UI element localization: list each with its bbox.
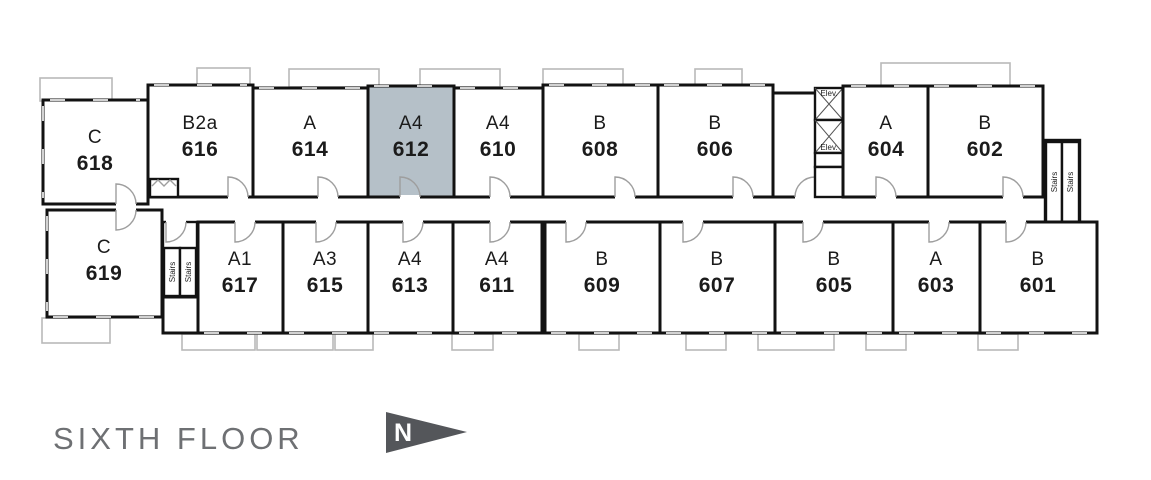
unit-615[interactable]: A3 615 <box>281 219 370 335</box>
unit-type: A4 <box>486 113 510 134</box>
door-arc <box>489 176 511 198</box>
unit-number: 610 <box>480 138 517 161</box>
unit-613[interactable]: A4 613 <box>366 219 455 335</box>
unit-type: C <box>88 127 102 148</box>
elevator-label: Elev. <box>820 143 837 152</box>
bifold-door <box>151 179 177 187</box>
unit-601[interactable]: B 601 <box>978 219 1099 335</box>
unit-number: 606 <box>697 138 734 161</box>
utility-room <box>813 151 845 169</box>
door-arc <box>682 221 704 243</box>
unit-number: 602 <box>967 138 1004 161</box>
closet <box>148 177 180 199</box>
north-arrow-icon <box>386 412 467 453</box>
door-arc <box>399 176 421 198</box>
unit-number: 618 <box>77 152 114 175</box>
unit-number: 604 <box>868 138 905 161</box>
unit-603[interactable]: A 603 <box>891 219 982 335</box>
unit-609[interactable]: B 609 <box>543 219 662 335</box>
unit-number: 619 <box>86 262 123 285</box>
unit-number: 607 <box>699 274 736 297</box>
door-arc <box>227 176 249 198</box>
stairs-label: Stairs <box>168 262 177 282</box>
unit-616[interactable]: B2a 616 <box>146 83 255 200</box>
elevator-cross-icon <box>814 119 844 154</box>
unit-type: C <box>97 237 111 258</box>
door-arc <box>565 221 587 243</box>
unit-607[interactable]: B 607 <box>658 219 777 335</box>
stairs-label: Stairs <box>1066 172 1075 192</box>
door-arc <box>165 221 187 243</box>
elevator-lobby <box>773 91 817 200</box>
unit-602[interactable]: B 602 <box>926 84 1045 200</box>
elevator-label: Elev. <box>820 89 837 98</box>
door-arc <box>1002 176 1024 198</box>
unit-614[interactable]: A 614 <box>251 86 370 200</box>
unit-type: A1 <box>228 249 252 270</box>
unit-type: B <box>978 113 991 134</box>
unit-type: B <box>595 249 608 270</box>
unit-number: 616 <box>182 138 219 161</box>
elevator-shaft: Elev. Elev. <box>813 86 845 199</box>
door-arc <box>732 176 754 198</box>
unit-number: 612 <box>393 138 430 161</box>
unit-610[interactable]: A4 610 <box>452 86 545 200</box>
unit-type: B <box>710 249 723 270</box>
unit-type: A4 <box>485 249 509 270</box>
unit-606[interactable]: B 606 <box>656 83 775 200</box>
stairs-label: Stairs <box>184 262 193 282</box>
unit-number: 603 <box>918 274 955 297</box>
unit-618[interactable]: C 618 <box>41 98 150 207</box>
unit-type: A <box>929 249 942 270</box>
unit-number: 608 <box>582 138 619 161</box>
unit-605[interactable]: B 605 <box>773 219 895 335</box>
unit-type: B2a <box>182 113 217 134</box>
door-arc <box>115 209 137 231</box>
door-arc <box>1005 221 1027 243</box>
door-arc <box>234 221 256 243</box>
stairs-label: Stairs <box>1050 172 1059 192</box>
unit-number: 614 <box>292 138 329 161</box>
north-arrow: N <box>386 412 467 453</box>
door-arc <box>794 176 816 198</box>
unit-type: A3 <box>313 249 337 270</box>
unit-number: 613 <box>392 274 429 297</box>
unit-type: A4 <box>398 249 422 270</box>
unit-617-annex <box>161 295 200 335</box>
unit-number: 615 <box>307 274 344 297</box>
utility-room <box>813 165 845 199</box>
unit-number: 609 <box>584 274 621 297</box>
window-segments <box>42 84 1091 334</box>
unit-number: 605 <box>816 274 853 297</box>
unit-type: B <box>708 113 721 134</box>
north-label: N <box>394 419 412 447</box>
door-arc <box>317 176 339 198</box>
unit-type: A <box>303 113 316 134</box>
unit-type: B <box>593 113 606 134</box>
door-arc <box>115 183 137 205</box>
floor-title: SIXTH FLOOR <box>53 421 304 456</box>
door-arc <box>315 221 337 243</box>
unit-612[interactable]: A4 612 <box>366 84 456 200</box>
unit-608[interactable]: B 608 <box>541 83 660 200</box>
unit-type: A <box>879 113 892 134</box>
unit-type: B <box>1031 249 1044 270</box>
unit-611[interactable]: A4 611 <box>451 219 544 335</box>
unit-604[interactable]: A 604 <box>841 84 930 200</box>
unit-number: 611 <box>479 274 514 297</box>
unit-type: A4 <box>399 113 423 134</box>
door-arc <box>402 221 424 243</box>
unit-type: B <box>827 249 840 270</box>
door-arc <box>614 176 636 198</box>
unit-number: 601 <box>1020 274 1057 297</box>
door-arc <box>489 221 511 243</box>
door-arc <box>802 221 824 243</box>
elevator-cross-icon <box>814 87 844 121</box>
stairwell-left: Stairs Stairs <box>161 219 199 299</box>
unit-619[interactable]: C 619 <box>45 207 164 319</box>
door-arc <box>928 221 950 243</box>
door-arc <box>875 176 897 198</box>
unit-number: 617 <box>222 274 259 297</box>
stairwell-right: Stairs Stairs <box>1043 138 1082 225</box>
